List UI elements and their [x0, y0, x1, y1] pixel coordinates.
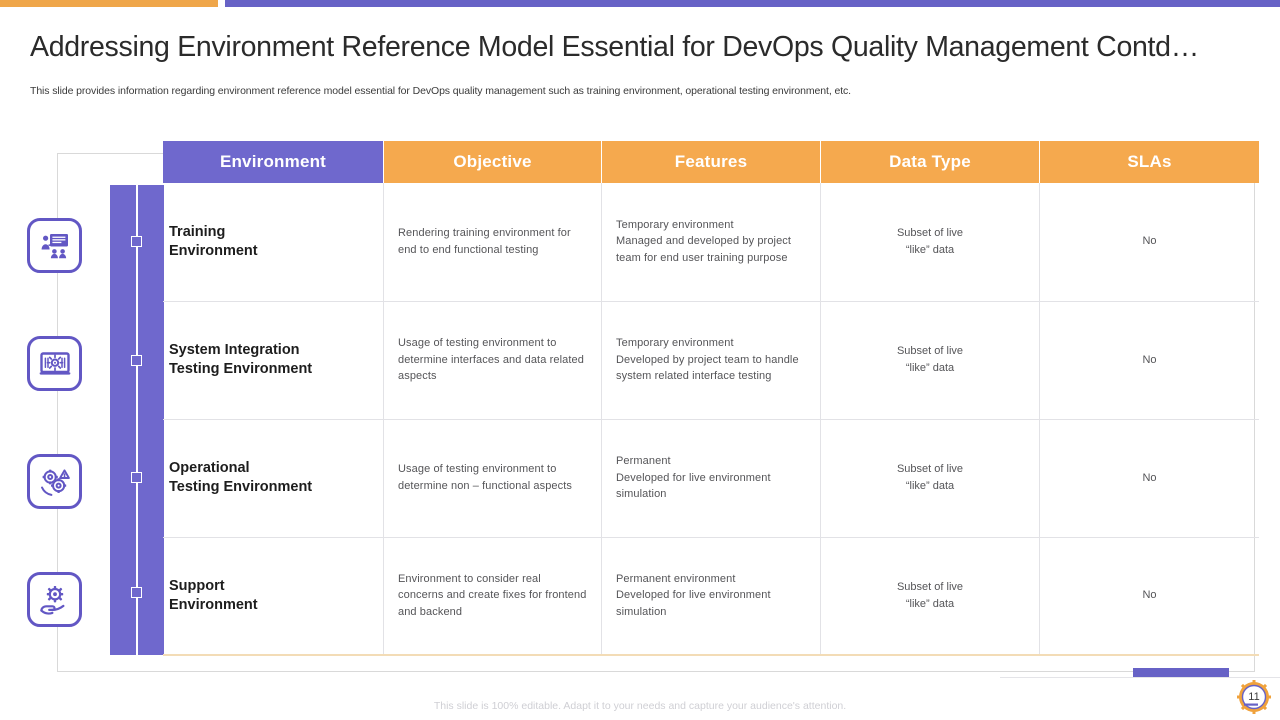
table-header-row: Environment Objective Features Data Type… — [163, 141, 1259, 183]
timeline-node-3 — [131, 472, 142, 483]
page-number-badge: 11 — [1237, 680, 1271, 714]
cell-objective: Usage of testing environment to determin… — [383, 301, 602, 420]
gear-icon — [1237, 680, 1271, 714]
footer-hairline — [1000, 677, 1280, 678]
table-header: Environment Objective Features Data Type… — [163, 141, 1259, 183]
cell-data-type: Subset of live“like” data — [820, 537, 1040, 656]
top-accent-bar-orange — [0, 0, 218, 7]
cell-slas: No — [1039, 301, 1259, 420]
column-header-data-type: Data Type — [820, 141, 1040, 183]
cell-data-type: Subset of live“like” data — [820, 301, 1040, 420]
column-header-environment: Environment — [163, 141, 384, 183]
training-presentation-icon[interactable] — [27, 218, 82, 273]
footer-note: This slide is 100% editable. Adapt it to… — [433, 700, 847, 712]
cell-data-type: Subset of live“like” data — [820, 419, 1040, 538]
page-number: 11 — [1248, 691, 1260, 703]
environment-reference-table: Environment Objective Features Data Type… — [163, 141, 1259, 656]
page-title: Addressing Environment Reference Model E… — [30, 31, 1199, 63]
cell-slas: No — [1039, 537, 1259, 656]
footer-accent-bar — [1133, 668, 1229, 677]
column-header-features: Features — [601, 141, 821, 183]
top-accent-bar-purple — [225, 0, 1280, 7]
timeline-node-2 — [131, 355, 142, 366]
cell-objective: Rendering training environment for end t… — [383, 183, 602, 302]
system-integration-icon[interactable] — [27, 336, 82, 391]
cell-data-type: Subset of live“like” data — [820, 183, 1040, 302]
page-subtitle: This slide provides information regardin… — [30, 85, 851, 97]
cell-slas: No — [1039, 419, 1259, 538]
timeline-rail-line — [136, 185, 138, 655]
timeline-node-1 — [131, 236, 142, 247]
cell-objective: Usage of testing environment to determin… — [383, 419, 602, 538]
support-gear-hand-icon[interactable] — [27, 572, 82, 627]
cell-objective: Environment to consider real concerns an… — [383, 537, 602, 656]
timeline-node-4 — [131, 587, 142, 598]
column-header-slas: SLAs — [1039, 141, 1259, 183]
operational-gears-alert-icon[interactable] — [27, 454, 82, 509]
cell-slas: No — [1039, 183, 1259, 302]
column-header-objective: Objective — [383, 141, 602, 183]
